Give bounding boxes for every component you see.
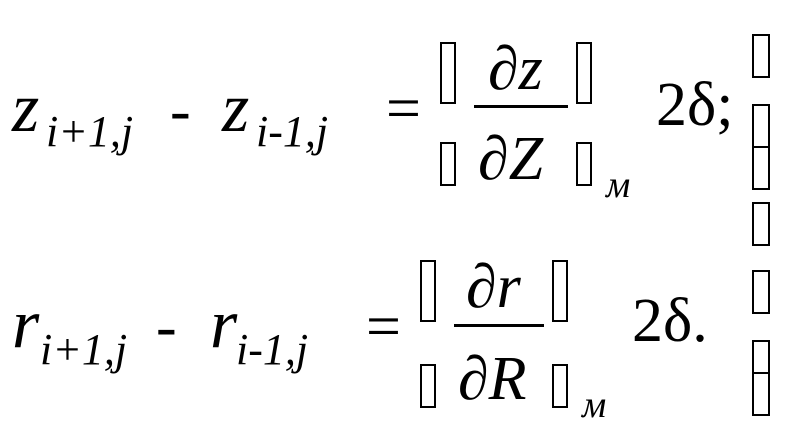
eq2-fraction-bar [454,324,544,327]
eq1-factor: 2δ; [656,71,734,139]
brace-segment-2 [752,104,770,148]
eq2-lhs-var-a: r [12,286,40,363]
eq2-left-bracket-top [420,260,436,322]
eq2-denominator: ∂R [458,345,527,413]
eq2-left-bracket-bottom [420,364,436,408]
eq2-minus: - [156,293,177,361]
brace-segment-3 [752,146,770,190]
eq2-lhs-sub-a: i+1,j [40,325,128,374]
brace-segment-5 [752,270,770,314]
eq1-right-bracket-top [576,42,592,104]
eq1-denominator: ∂Z [478,125,544,193]
eq1-lhs-sub-a: i+1,j [46,107,134,156]
eq1-left-bracket-top [440,42,456,104]
brace-segment-7 [752,372,770,416]
eq1-right-bracket-bottom [576,142,592,186]
eq2-right-bracket-bottom [552,364,568,408]
eq2-numerator: ∂r [466,253,521,321]
eq2-equals: = [366,293,401,361]
eq1-fraction-bar [474,105,568,108]
eq1-equals: = [386,75,421,143]
brace-segment-1 [752,34,770,78]
eq1-minus: - [170,77,191,145]
eq2-right-bracket-top [552,260,568,322]
eq1-left-bracket-bottom [440,142,456,186]
brace-segment-4 [752,202,770,246]
eq1-lhs-sub-b: i-1,j [256,107,329,156]
eq2-lhs-sub-b: i-1,j [236,325,309,374]
eq2-subscript-m: м [582,384,607,426]
eq2-factor: 2δ. [632,287,708,355]
eq1-numerator: ∂z [488,35,543,103]
eq1-lhs-var-a: z [12,70,40,147]
eq1-subscript-m: м [606,164,631,206]
eq2-lhs-var-b: r [210,286,238,363]
eq1-lhs-var-b: z [222,70,250,147]
